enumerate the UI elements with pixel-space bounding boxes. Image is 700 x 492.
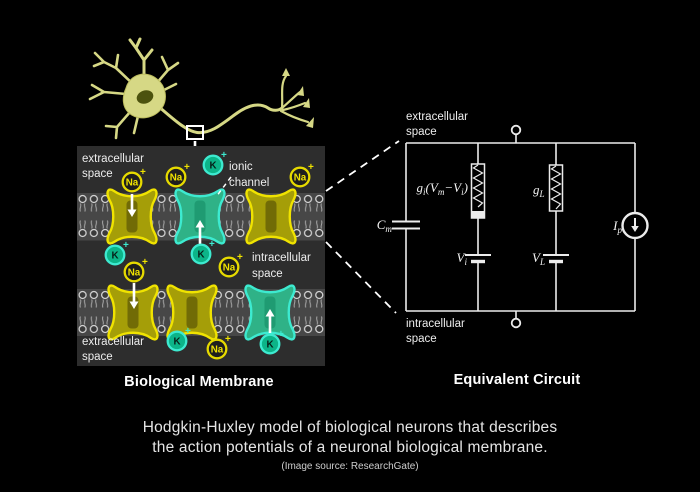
nucleus: [136, 90, 154, 104]
svg-text:+: +: [184, 162, 190, 173]
sodium-ion: Na+: [206, 334, 231, 360]
sodium-channel: [107, 284, 159, 341]
sodium-channel: [245, 188, 297, 245]
potassium-ion: K+: [104, 240, 129, 266]
resistor-zigzag: [550, 165, 562, 210]
caption-line-1: Hodgkin-Huxley model of biological neuro…: [142, 419, 558, 436]
capacitance-label: Cm: [377, 217, 393, 234]
capacitor-branch: [392, 143, 420, 311]
svg-text:Na: Na: [211, 345, 224, 356]
svg-text:+: +: [221, 150, 227, 161]
extracellular-terminal: [510, 124, 522, 143]
k-efflux-arrow-bottom: [265, 309, 275, 333]
svg-text:K: K: [111, 251, 118, 262]
leak-conductance-label: gL: [533, 182, 545, 199]
axon-zoom-box: [186, 125, 204, 140]
svg-text:+: +: [308, 162, 314, 173]
dendrite: [88, 83, 128, 101]
zoom-connector-bottom: [325, 241, 397, 314]
svg-text:K: K: [173, 337, 180, 348]
ionic-battery-label: Vi: [457, 250, 468, 267]
svg-text:K: K: [209, 161, 216, 172]
potassium-ion: K+: [202, 150, 227, 176]
axon-terminal-boutons: [282, 68, 314, 128]
svg-text:K: K: [197, 250, 204, 261]
leak-battery-label: VL: [532, 250, 545, 267]
sodium-ion: Na+: [165, 162, 190, 188]
resistor-zigzag: [472, 164, 484, 208]
sodium-channel: [166, 284, 218, 341]
membrane-panel: Na+Na+K+Na+K+Na+K+Na+K+Na+K+ extracellul…: [77, 146, 325, 390]
circuit-intracellular-label-2: space: [406, 333, 437, 345]
svg-text:Na: Na: [294, 173, 307, 184]
ions-layer: Na+Na+K+Na+K+Na+K+Na+K+Na+K+: [104, 150, 314, 360]
diagram-canvas: Na+Na+K+Na+K+Na+K+Na+K+Na+K+ extracellul…: [77, 37, 649, 390]
axon: [156, 103, 284, 135]
extracellular-space-label-top-2: space: [82, 168, 113, 180]
potassium-channel: [174, 188, 226, 245]
sodium-ion: Na+: [289, 162, 314, 188]
intracellular-space-label: intracellular: [252, 252, 311, 264]
ionic-conductance-label: gi(Vm−Vi): [417, 180, 468, 197]
svg-text:Na: Na: [128, 268, 141, 279]
sodium-ion: Na+: [218, 252, 243, 278]
figure-caption: Hodgkin-Huxley model of biological neuro…: [0, 418, 700, 472]
svg-text:Na: Na: [126, 178, 139, 189]
potassium-ion: K+: [190, 239, 215, 265]
dendrite: [128, 37, 154, 84]
equivalent-circuit-panel: extracellular space intracellular space …: [377, 111, 649, 388]
svg-text:Na: Na: [223, 263, 236, 274]
extracellular-space-label-top: extracellular: [82, 153, 144, 165]
potassium-ion: K+: [166, 326, 191, 352]
extracellular-space-label-bottom-2: space: [82, 351, 113, 363]
ionic-channel-pointer-line: [215, 176, 232, 198]
svg-text:+: +: [185, 326, 191, 337]
potassium-ion: K+: [259, 329, 284, 355]
ionic-conductance-branch: [465, 143, 491, 311]
ionic-channel-label-2: channel: [229, 177, 269, 189]
svg-text:+: +: [209, 239, 215, 250]
membrane-panel-title: Biological Membrane: [124, 374, 274, 390]
na-influx-arrow-top: [127, 194, 137, 217]
svg-text:+: +: [278, 329, 284, 340]
axon-terminal-branches: [279, 74, 310, 124]
extracellular-space-label-bottom: extracellular: [82, 336, 144, 348]
svg-text:+: +: [123, 240, 129, 251]
neuron-illustration: [88, 37, 314, 159]
pump-current-label: Ip: [612, 218, 622, 235]
caption-source: (Image source: ResearchGate): [281, 461, 419, 472]
circuit-extracellular-label-2: space: [406, 126, 437, 138]
svg-text:+: +: [237, 252, 243, 263]
svg-text:K: K: [266, 340, 273, 351]
intracellular-terminal: [510, 311, 522, 329]
sodium-ion: Na+: [121, 167, 146, 193]
circuit-panel-title: Equivalent Circuit: [454, 372, 581, 388]
dendrite: [154, 55, 180, 94]
caption-line-2: the action potentials of a neuronal biol…: [152, 439, 548, 456]
circuit-extracellular-label: extracellular: [406, 111, 468, 123]
leak-conductance-branch: [543, 143, 569, 311]
zoom-connector-top: [325, 140, 400, 192]
circuit-intracellular-label: intracellular: [406, 318, 465, 330]
svg-text:Na: Na: [170, 173, 183, 184]
current-source-arrowhead: [631, 226, 639, 232]
na-influx-arrow-bottom: [129, 283, 139, 309]
ionic-channel-label: ionic: [229, 161, 253, 173]
sodium-ion: Na+: [123, 257, 148, 283]
svg-text:+: +: [225, 334, 231, 345]
dendrite: [92, 51, 135, 86]
current-source-branch: [621, 143, 649, 311]
svg-text:+: +: [142, 257, 148, 268]
intracellular-space-label-2: space: [252, 268, 283, 280]
variable-resistor-slider: [471, 211, 485, 218]
dendrite: [104, 110, 140, 140]
svg-text:+: +: [140, 167, 146, 178]
